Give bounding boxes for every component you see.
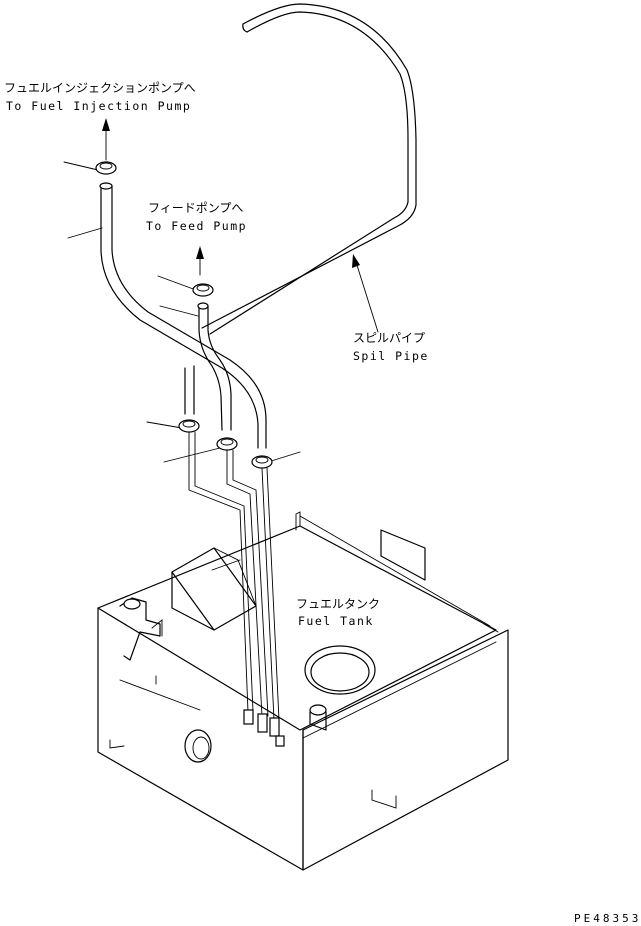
label-fuel-tank-en: Fuel Tank	[298, 614, 374, 628]
clamp	[192, 283, 214, 297]
label-injection-pump-en: To Fuel Injection Pump	[6, 99, 191, 113]
label-feed-pump-jp: フィードポンプへ	[148, 201, 243, 215]
injection-pump-pipe	[99, 182, 267, 449]
arrow-to-injection-pump	[102, 118, 110, 161]
fuel-tank	[97, 511, 509, 871]
spill-pipe	[201, 3, 417, 335]
clamp	[216, 437, 238, 451]
return-hose	[184, 365, 195, 415]
drawing-code: PE48353	[574, 912, 641, 925]
clamp	[178, 419, 200, 433]
label-feed-pump-en: To Feed Pump	[146, 219, 247, 233]
arrow-to-feed-pump	[196, 246, 204, 276]
tank-tubes	[188, 431, 285, 747]
clamp	[95, 161, 117, 175]
label-spill-pipe-en: Spil Pipe	[353, 349, 429, 363]
feed-pump-pipe	[197, 302, 232, 431]
label-fuel-tank-jp: フュエルタンク	[296, 597, 380, 611]
leader-lines	[63, 161, 301, 571]
label-injection-pump-jp: フュエルインジェクションポンプへ	[4, 81, 196, 95]
arrow-spill-pipe	[352, 254, 379, 333]
label-spill-pipe-jp: スピルパイプ	[353, 331, 425, 345]
clamp	[251, 455, 273, 469]
